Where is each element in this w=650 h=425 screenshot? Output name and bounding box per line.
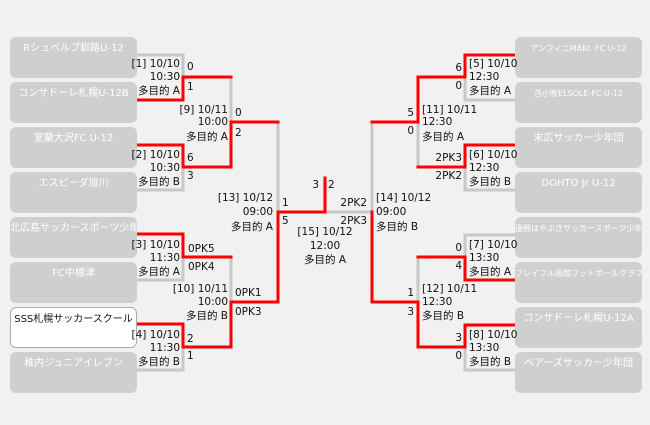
- match-time: 11:30: [149, 342, 180, 354]
- final-header: [15] 10/12: [297, 226, 353, 238]
- team-box-right-7[interactable]: コンサドーレ札幌U-12A: [515, 307, 642, 348]
- score-bottom: 2PK3: [340, 215, 367, 227]
- match-header: [5] 10/10: [469, 58, 518, 70]
- team-box-left-4[interactable]: エスピーダ旭川: [10, 172, 137, 213]
- score-bottom: 2: [235, 127, 242, 139]
- score-top: 2PK3: [435, 152, 462, 164]
- match-header: [9] 10/11: [179, 104, 228, 116]
- match-header: [4] 10/10: [131, 329, 180, 341]
- match-time: 12:30: [469, 162, 500, 174]
- team-box-left-7[interactable]: SSS札幌サッカースクール: [10, 307, 137, 348]
- final-time: 12:00: [309, 240, 341, 252]
- match-header: [2] 10/10: [131, 149, 180, 161]
- team-box-right-2[interactable]: 苫小牧ELSOLE-FC U-12: [515, 82, 642, 123]
- score-top: 0: [187, 61, 194, 73]
- match-time: 13:30: [469, 252, 500, 264]
- score-bottom: 4: [455, 260, 462, 272]
- match-time: 09:00: [376, 206, 407, 218]
- match-time: 10:00: [197, 116, 228, 128]
- match-time: 12:30: [422, 296, 453, 308]
- match-header: [14] 10/12: [376, 192, 432, 204]
- match-venue: 多目的 B: [469, 356, 512, 368]
- score-top: 1: [282, 197, 289, 209]
- score-top: 6: [455, 62, 462, 74]
- final-score-left: 3: [312, 179, 319, 191]
- team-box-right-3[interactable]: 末広サッカー少年団: [515, 127, 642, 168]
- match-header: [13] 10/12: [217, 192, 273, 204]
- score-bottom: 3: [407, 306, 414, 318]
- match-header: [6] 10/10: [469, 149, 518, 161]
- match-venue: 多目的 A: [469, 266, 512, 278]
- score-top: 6: [187, 152, 194, 164]
- score-top: 0PK1: [235, 287, 262, 299]
- match-venue: 多目的 A: [422, 131, 465, 143]
- match-header: [8] 10/10: [469, 329, 518, 341]
- match-venue: 多目的 A: [469, 85, 512, 97]
- match-venue: 多目的 A: [137, 85, 180, 97]
- team-box-left-6[interactable]: FC中標津: [10, 262, 137, 303]
- score-bottom: 1: [187, 350, 194, 362]
- match-time: 12:30: [469, 71, 500, 83]
- match-time: 13:30: [469, 342, 500, 354]
- score-top: 0PK5: [188, 243, 215, 255]
- score-top: 5: [407, 107, 414, 119]
- match-venue: 多目的 B: [422, 310, 465, 322]
- match-time: 10:30: [149, 71, 180, 83]
- match-header: [11] 10/11: [422, 104, 478, 116]
- score-bottom: 0: [455, 350, 462, 362]
- team-box-left-2[interactable]: コンサドーレ札幌U-12B: [10, 82, 137, 123]
- team-box-left-3[interactable]: 室蘭大沢FC U-12: [10, 127, 137, 168]
- match-venue: 多目的 A: [185, 131, 228, 143]
- match-venue: 多目的 B: [137, 176, 180, 188]
- match-time: 10:00: [197, 296, 228, 308]
- score-bottom: 0PK4: [188, 261, 215, 273]
- score-bottom: 2PK2: [435, 170, 462, 182]
- team-box-left-1[interactable]: Rシュペルブ釧路U-12: [10, 37, 137, 78]
- score-top: 0: [455, 242, 462, 254]
- match-venue: 多目的 B: [376, 221, 419, 233]
- match-venue: 多目的 A: [137, 266, 180, 278]
- match-header: [1] 10/10: [131, 58, 180, 70]
- match-time: 09:00: [242, 206, 273, 218]
- match-venue: 多目的 B: [137, 356, 180, 368]
- score-bottom: 0: [455, 80, 462, 92]
- score-bottom: 5: [282, 215, 289, 227]
- score-top: 2: [187, 333, 194, 345]
- score-bottom: 1: [187, 81, 194, 93]
- match-venue: 多目的 A: [230, 221, 273, 233]
- match-venue: 多目的 B: [469, 176, 512, 188]
- team-box-right-5[interactable]: 遠軽はやぶさサッカースポーツ少年団: [515, 217, 642, 258]
- score-bottom: 0: [407, 125, 414, 137]
- score-top: 0: [235, 107, 242, 119]
- score-bottom: 3: [187, 170, 194, 182]
- team-box-right-4[interactable]: DOHTO Jr U-12: [515, 172, 642, 213]
- match-header: [7] 10/10: [469, 239, 518, 251]
- team-box-right-8[interactable]: ベアーズサッカー少年団: [515, 352, 642, 393]
- match-header: [10] 10/11: [172, 283, 228, 295]
- score-top: 3: [455, 332, 462, 344]
- final-score-right: 2: [328, 179, 335, 191]
- team-box-left-8[interactable]: 稚内ジュニアイレブン: [10, 352, 137, 393]
- final-venue: 多目的 A: [303, 254, 347, 266]
- score-top: 1: [407, 287, 414, 299]
- match-header: [3] 10/10: [131, 239, 180, 251]
- score-bottom: 0PK3: [235, 306, 262, 318]
- match-time: 11:30: [149, 252, 180, 264]
- match-venue: 多目的 B: [185, 310, 228, 322]
- team-box-left-5[interactable]: 北広島サッカースポーツ少年団: [10, 217, 137, 258]
- match-header: [12] 10/11: [422, 283, 478, 295]
- match-time: 12:30: [422, 116, 453, 128]
- team-box-right-1[interactable]: アンフィニMAKI. FC U-12: [515, 37, 642, 78]
- match-time: 10:30: [149, 162, 180, 174]
- team-box-right-6[interactable]: ブレイフル函館フットボールクラブ: [515, 262, 642, 303]
- score-top: 2PK2: [340, 197, 367, 209]
